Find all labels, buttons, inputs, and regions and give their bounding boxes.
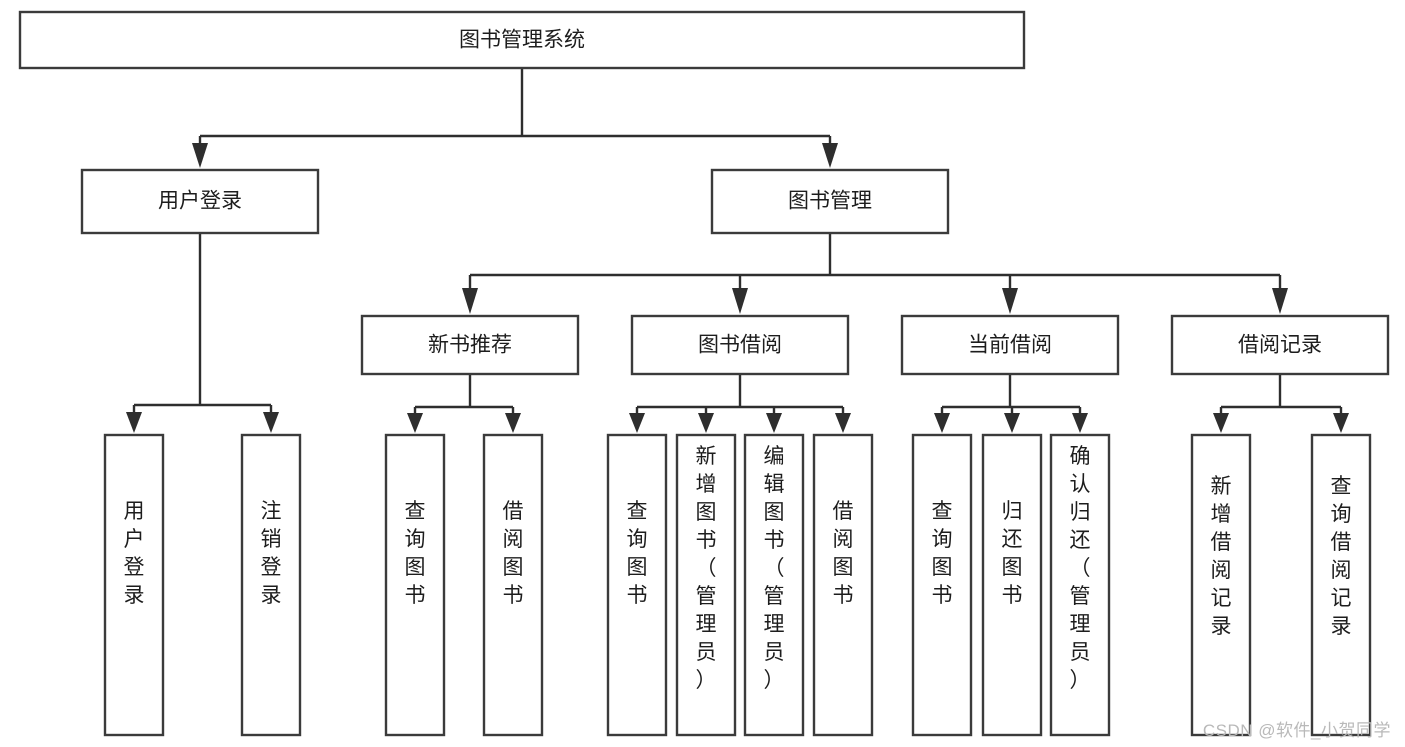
arrow-head-leaf-query-book-3 bbox=[934, 413, 950, 433]
node-leaf-borrow-book-1-box[interactable] bbox=[482, 433, 544, 737]
node-leaf-add-record-box[interactable] bbox=[1190, 433, 1252, 737]
node-current-borrow[interactable]: 当前借阅 bbox=[900, 314, 1120, 376]
node-book-borrow-label: 图书借阅 bbox=[698, 334, 782, 357]
node-leaf-add-record[interactable]: 新增借阅记录 bbox=[1190, 433, 1252, 737]
connector-layer bbox=[126, 68, 1349, 433]
node-leaf-edit-book-label: 编辑图书（管理员） bbox=[764, 445, 785, 692]
node-leaf-edit-book[interactable]: 编辑图书（管理员） bbox=[743, 433, 805, 737]
node-leaf-borrow-book-1[interactable]: 借阅图书 bbox=[482, 433, 544, 737]
arrow-head-leaf-query-book-1 bbox=[407, 413, 423, 433]
node-new-book-rec-box[interactable] bbox=[360, 314, 580, 376]
node-book-borrow[interactable]: 图书借阅 bbox=[630, 314, 850, 376]
node-new-book-rec[interactable]: 新书推荐 bbox=[360, 314, 580, 376]
arrow-head-book-borrow bbox=[732, 288, 748, 314]
node-leaf-borrow-book-2[interactable]: 借阅图书 bbox=[812, 433, 874, 737]
node-leaf-return-book-label: 归还图书 bbox=[1002, 500, 1023, 607]
node-leaf-user-login-label: 用户登录 bbox=[124, 500, 145, 607]
node-leaf-query-book-3-box[interactable] bbox=[911, 433, 973, 737]
arrow-head-leaf-edit-book bbox=[766, 413, 782, 433]
node-current-borrow-box[interactable] bbox=[900, 314, 1120, 376]
node-book-manage-label: 图书管理 bbox=[788, 190, 872, 213]
node-leaf-query-record[interactable]: 查询借阅记录 bbox=[1310, 433, 1372, 737]
node-borrow-record-label: 借阅记录 bbox=[1238, 334, 1322, 357]
node-leaf-borrow-book-2-box[interactable] bbox=[812, 433, 874, 737]
arrow-head-borrow-record bbox=[1272, 288, 1288, 314]
node-leaf-add-book-box[interactable] bbox=[675, 433, 737, 737]
node-book-manage-box[interactable] bbox=[710, 168, 950, 235]
node-leaf-confirm-return[interactable]: 确认归还（管理员） bbox=[1049, 433, 1111, 737]
node-leaf-query-book-2-label: 查询图书 bbox=[627, 500, 648, 607]
node-user-login-label: 用户登录 bbox=[158, 190, 242, 213]
arrow-head-leaf-user-login bbox=[126, 412, 142, 433]
node-leaf-confirm-return-box[interactable] bbox=[1049, 433, 1111, 737]
node-leaf-user-logout-box[interactable] bbox=[240, 433, 302, 737]
node-root-label: 图书管理系统 bbox=[459, 29, 585, 52]
node-leaf-user-logout[interactable]: 注销登录 bbox=[240, 433, 302, 737]
node-leaf-query-book-1-label: 查询图书 bbox=[405, 500, 426, 607]
node-leaf-borrow-book-1-label: 借阅图书 bbox=[503, 500, 524, 607]
arrow-head-leaf-return-book bbox=[1004, 413, 1020, 433]
arrow-head-current-borrow bbox=[1002, 288, 1018, 314]
arrow-head-leaf-confirm-return bbox=[1072, 413, 1088, 433]
node-user-login[interactable]: 用户登录 bbox=[80, 168, 320, 235]
node-leaf-query-book-1[interactable]: 查询图书 bbox=[384, 433, 446, 737]
node-leaf-query-book-3[interactable]: 查询图书 bbox=[911, 433, 973, 737]
node-borrow-record[interactable]: 借阅记录 bbox=[1170, 314, 1390, 376]
node-leaf-query-record-box[interactable] bbox=[1310, 433, 1372, 737]
arrow-head-leaf-add-record bbox=[1213, 413, 1229, 433]
arrow-head-new-book-rec bbox=[462, 288, 478, 314]
node-book-borrow-box[interactable] bbox=[630, 314, 850, 376]
node-borrow-record-box[interactable] bbox=[1170, 314, 1390, 376]
node-leaf-add-record-label: 新增借阅记录 bbox=[1211, 475, 1232, 638]
arrow-head-leaf-query-book-2 bbox=[629, 413, 645, 433]
arrow-head-leaf-borrow-book-1 bbox=[505, 413, 521, 433]
node-leaf-query-record-label: 查询借阅记录 bbox=[1331, 475, 1352, 638]
node-leaf-borrow-book-2-label: 借阅图书 bbox=[833, 500, 854, 607]
arrow-head-leaf-query-record bbox=[1333, 413, 1349, 433]
node-leaf-add-book-label: 新增图书（管理员） bbox=[696, 445, 717, 692]
node-new-book-rec-label: 新书推荐 bbox=[428, 334, 512, 357]
node-leaf-query-book-3-label: 查询图书 bbox=[932, 500, 953, 607]
node-leaf-return-book-box[interactable] bbox=[981, 433, 1043, 737]
arrow-head-leaf-add-book bbox=[698, 413, 714, 433]
arrow-head-book-manage bbox=[822, 143, 838, 168]
node-leaf-user-login-box[interactable] bbox=[103, 433, 165, 737]
arrow-head-leaf-user-logout bbox=[263, 412, 279, 433]
node-root-box[interactable] bbox=[18, 10, 1026, 70]
node-leaf-user-logout-label: 注销登录 bbox=[261, 500, 282, 607]
node-book-manage[interactable]: 图书管理 bbox=[710, 168, 950, 235]
arrow-head-leaf-borrow-book-2 bbox=[835, 413, 851, 433]
arrow-head-user-login bbox=[192, 143, 208, 168]
node-current-borrow-label: 当前借阅 bbox=[968, 334, 1052, 357]
node-leaf-user-login[interactable]: 用户登录 bbox=[103, 433, 165, 737]
node-user-login-box[interactable] bbox=[80, 168, 320, 235]
node-leaf-confirm-return-label: 确认归还（管理员） bbox=[1070, 445, 1091, 692]
node-leaf-query-book-2[interactable]: 查询图书 bbox=[606, 433, 668, 737]
node-leaf-add-book[interactable]: 新增图书（管理员） bbox=[675, 433, 737, 737]
node-leaf-query-book-2-box[interactable] bbox=[606, 433, 668, 737]
node-leaf-edit-book-box[interactable] bbox=[743, 433, 805, 737]
watermark-text: CSDN @软件_小贺同学 bbox=[1202, 721, 1391, 740]
node-leaf-query-book-1-box[interactable] bbox=[384, 433, 446, 737]
node-leaf-return-book[interactable]: 归还图书 bbox=[981, 433, 1043, 737]
node-root[interactable]: 图书管理系统 bbox=[18, 10, 1026, 70]
